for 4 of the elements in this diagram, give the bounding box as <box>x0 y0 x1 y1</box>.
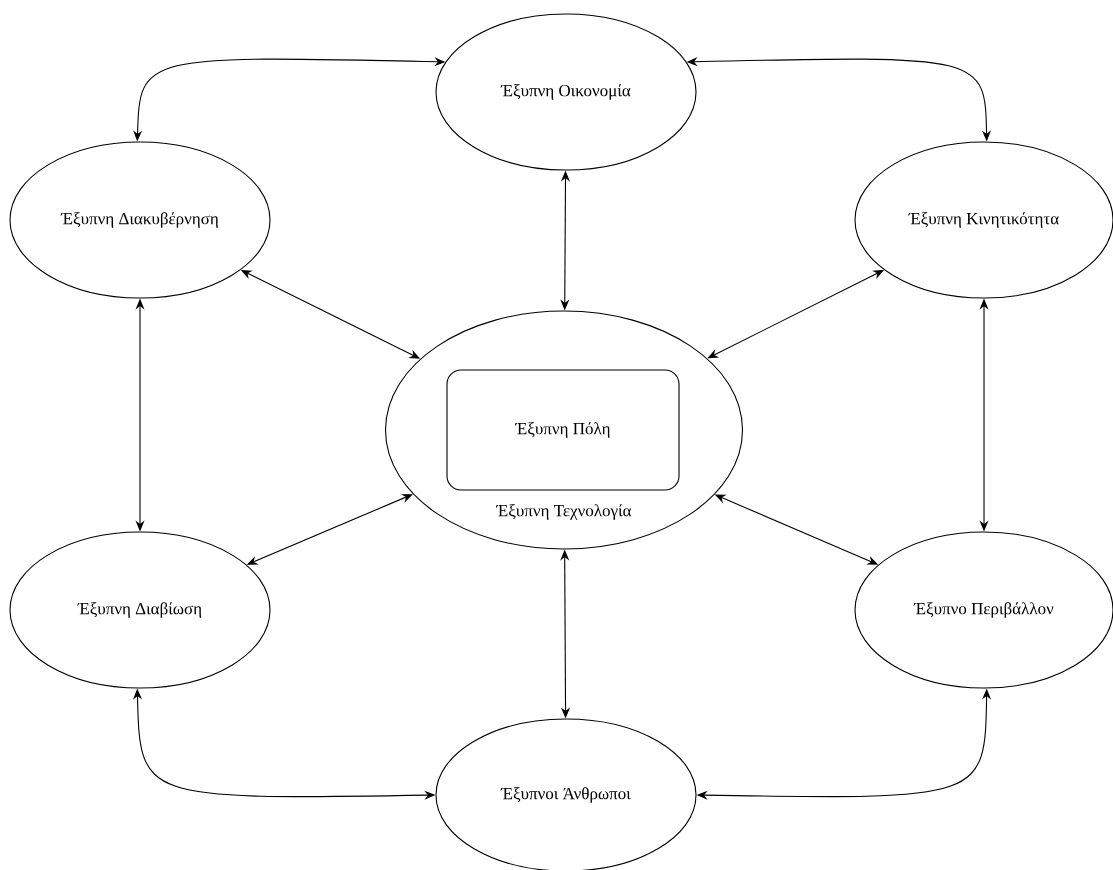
ellipse-node: Έξυπνη Οικονομία <box>435 13 697 171</box>
ellipse-node: Έξυπνη Διακυβέρνηση <box>9 141 271 299</box>
rounded-box: Έξυπνη Πόλη <box>446 369 680 491</box>
ellipse-node: Έξυπνη Διαβίωση <box>9 531 271 689</box>
